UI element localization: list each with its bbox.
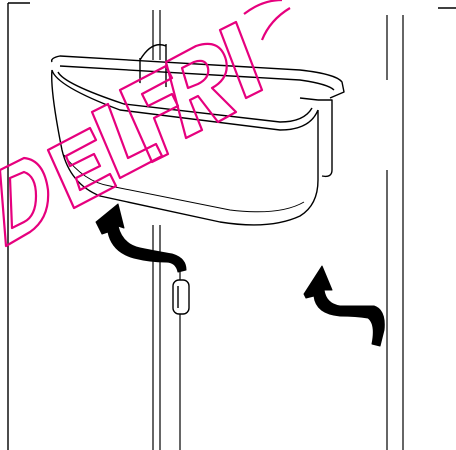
watermark-logo xyxy=(0,0,291,248)
bin-slot-icon xyxy=(172,279,190,315)
frame xyxy=(7,2,456,450)
door-bin-icon xyxy=(50,43,345,226)
insert-arrow-icon xyxy=(303,265,385,347)
lift-arrow-icon xyxy=(95,203,187,273)
